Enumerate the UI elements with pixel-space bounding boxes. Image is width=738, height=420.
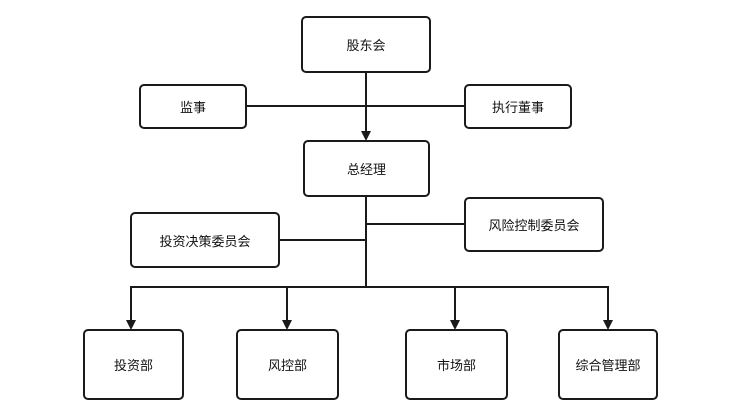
executive-director-box: 执行董事 bbox=[464, 84, 572, 129]
shareholders-meeting-label: 股东会 bbox=[346, 39, 386, 54]
investment-committee-box: 投资决策委员会 bbox=[130, 212, 280, 268]
market-dept-label: 市场部 bbox=[436, 359, 476, 374]
executive-director-label: 执行董事 bbox=[491, 101, 544, 116]
admin-dept-label: 综合管理部 bbox=[575, 359, 641, 374]
supervisor-label: 监事 bbox=[179, 101, 206, 116]
general-manager-box: 总经理 bbox=[303, 140, 430, 197]
shareholders-meeting-box: 股东会 bbox=[301, 16, 431, 73]
risk-dept-label: 风控部 bbox=[267, 359, 307, 374]
general-manager-label: 总经理 bbox=[346, 163, 386, 178]
market-dept-box: 市场部 bbox=[405, 329, 508, 400]
risk-committee-label: 风险控制委员会 bbox=[488, 219, 580, 234]
investment-committee-label: 投资决策委员会 bbox=[159, 234, 251, 250]
risk-dept-box: 风控部 bbox=[236, 329, 339, 400]
supervisor-box: 监事 bbox=[139, 84, 247, 129]
risk-committee-box: 风险控制委员会 bbox=[464, 197, 604, 252]
investment-dept-label: 投资部 bbox=[113, 359, 153, 374]
investment-dept-box: 投资部 bbox=[83, 329, 184, 400]
admin-dept-box: 综合管理部 bbox=[558, 329, 658, 400]
